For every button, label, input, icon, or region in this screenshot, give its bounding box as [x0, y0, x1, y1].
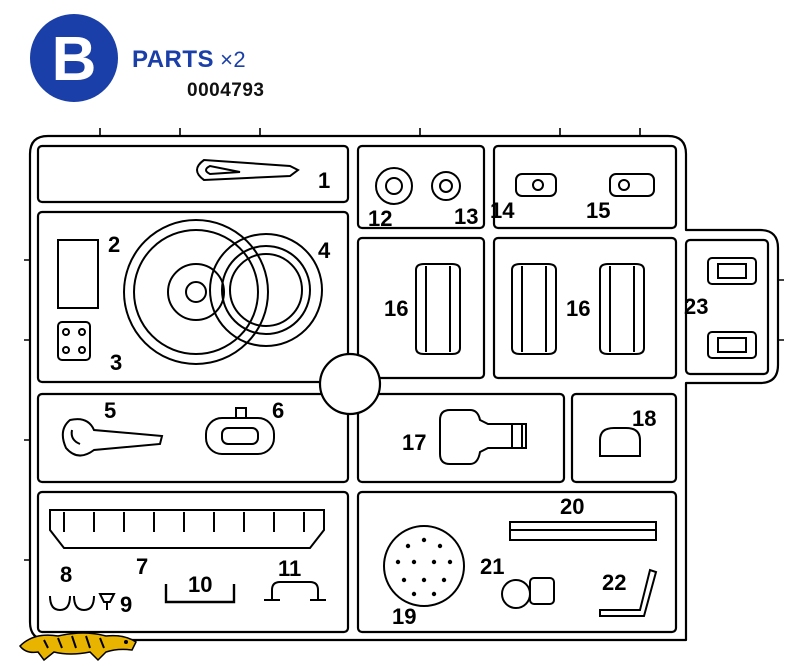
part-11	[264, 581, 326, 601]
label-part-4: 4	[318, 238, 331, 263]
label-part-3: 3	[110, 350, 123, 375]
label-part-6: 6	[272, 398, 285, 423]
part-19-holes	[395, 537, 453, 597]
compartment-23	[684, 238, 770, 376]
label-part-14: 14	[490, 198, 515, 223]
part-22	[599, 568, 658, 617]
part-17	[439, 409, 527, 465]
parts-title: PARTS×2	[132, 46, 246, 74]
compartment-19-22	[356, 490, 678, 634]
part-15	[609, 173, 655, 197]
label-part-21: 21	[480, 554, 505, 579]
tiger-logo-icon	[19, 632, 137, 662]
part-1	[196, 158, 300, 182]
compartment-16b	[492, 236, 678, 380]
label-part-8: 8	[60, 562, 73, 587]
part-20	[509, 521, 657, 541]
part-9	[98, 593, 116, 610]
part-10	[164, 584, 236, 604]
label-part-12: 12	[368, 206, 393, 231]
label-part-7: 7	[136, 554, 149, 579]
label-part-15: 15	[586, 198, 611, 223]
label-part-16a: 16	[384, 296, 409, 321]
part-3	[57, 321, 91, 361]
compartment-14-15	[492, 144, 678, 230]
part-23	[707, 257, 757, 359]
compartment-2-4	[36, 210, 350, 384]
part-13	[431, 171, 461, 201]
label-part-16b: 16	[566, 296, 591, 321]
part-4	[123, 219, 323, 365]
part-21	[501, 577, 555, 609]
compartment-17	[356, 392, 566, 484]
compartment-16a	[356, 236, 486, 380]
label-part-9: 9	[120, 592, 133, 617]
label-part-18: 18	[632, 406, 657, 431]
sprue-letter: B	[52, 25, 97, 94]
part-18	[599, 427, 641, 457]
part-16	[415, 263, 645, 355]
parts-label: PARTS	[132, 46, 215, 73]
label-part-5: 5	[104, 398, 117, 423]
label-part-10: 10	[188, 572, 213, 597]
label-part-22: 22	[602, 570, 627, 595]
part-8	[49, 595, 95, 612]
part-19	[383, 525, 465, 607]
label-part-13: 13	[454, 204, 479, 229]
compartment-7-11	[36, 490, 350, 634]
sprue-badge: B	[28, 12, 120, 104]
compartment-1	[36, 144, 350, 204]
part-14	[515, 173, 557, 197]
label-part-17: 17	[402, 430, 427, 455]
label-part-2: 2	[108, 232, 121, 257]
part-5	[61, 418, 164, 457]
part-6	[205, 407, 275, 455]
part-12	[375, 167, 413, 205]
label-part-23: 23	[684, 294, 709, 319]
label-part-20: 20	[560, 494, 585, 519]
sprue-hub	[318, 352, 382, 416]
label-part-11: 11	[278, 556, 302, 581]
part-number: 0004793	[187, 80, 265, 101]
part-7	[49, 509, 325, 549]
parts-multiplier: ×2	[220, 47, 247, 72]
label-part-1: 1	[318, 168, 331, 193]
outer-frame	[28, 134, 780, 642]
compartment-12-13	[356, 144, 486, 230]
part-2	[57, 239, 99, 309]
label-part-19: 19	[392, 604, 417, 629]
compartment-5-6	[36, 392, 350, 484]
badge-circle	[30, 14, 118, 102]
compartment-18	[570, 392, 678, 484]
